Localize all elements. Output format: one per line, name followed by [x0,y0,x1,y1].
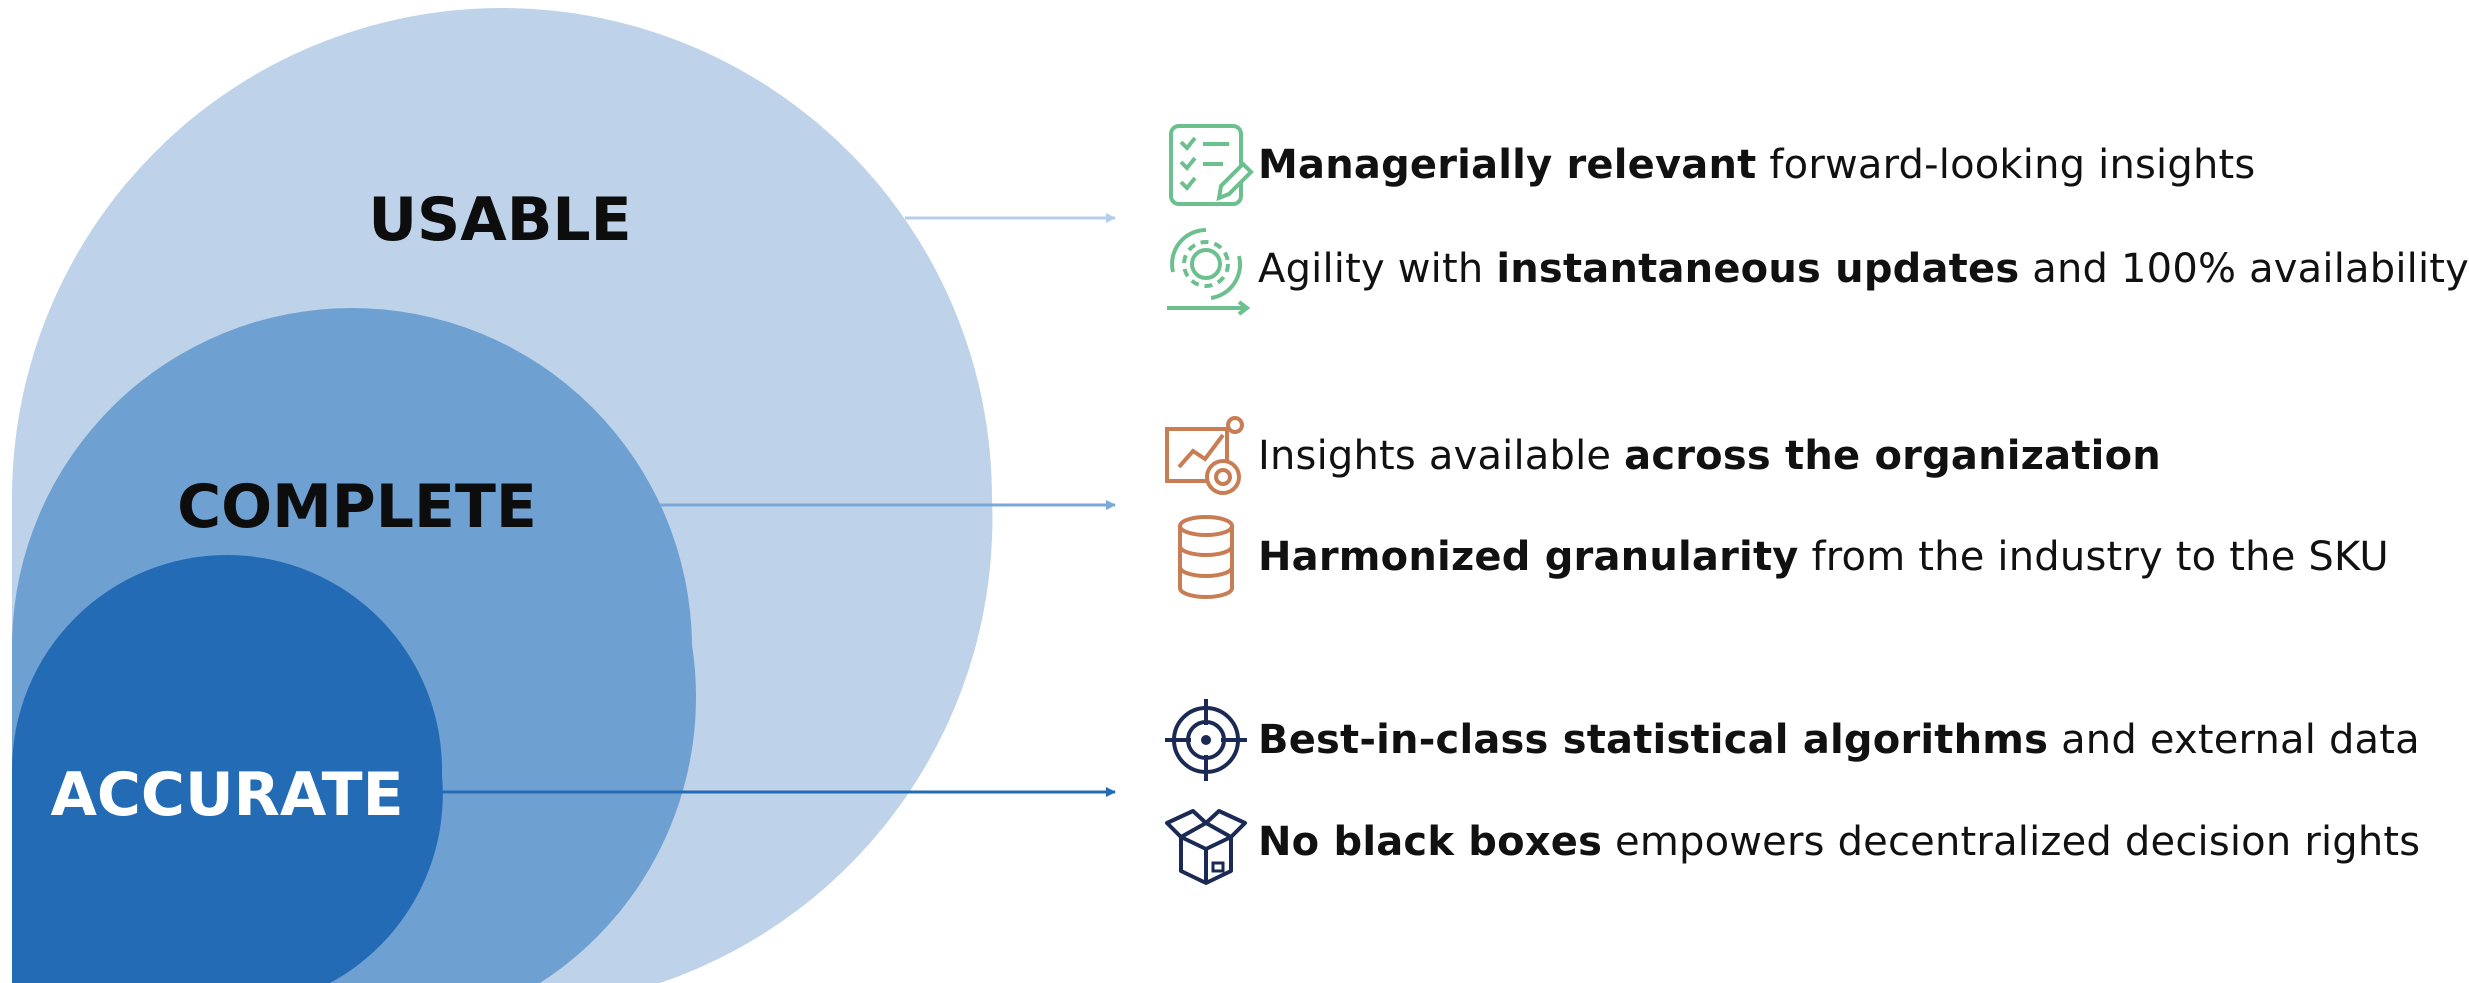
target-crosshair-icon [1160,695,1252,785]
accurate-item-2-text: No black boxes empowers decentralized de… [1258,819,2421,865]
usable-item-1-text: Managerially relevant forward-looking in… [1258,142,2256,188]
usable-label: USABLE [368,185,631,255]
accurate-item-1-text: Best-in-class statistical algorithms and… [1258,717,2420,763]
complete-item-2-text: Harmonized granularity from the industry… [1258,534,2389,580]
usable-item-1: Managerially relevant forward-looking in… [1160,120,2255,210]
complete-item-1-text: Insights available across the organizati… [1258,433,2161,479]
checklist-pencil-icon [1160,120,1254,210]
complete-item-2: Harmonized granularity from the industry… [1160,512,2389,602]
usable-item-2-text: Agility with instantaneous updates and 1… [1258,246,2469,292]
complete-item-1: Insights available across the organizati… [1160,411,2161,501]
nested-circles-diagram: USABLE COMPLETE ACCURATE [11,8,1116,983]
accurate-label: ACCURATE [50,760,403,830]
database-icon [1160,512,1252,602]
accurate-item-2: No black boxes empowers decentralized de… [1160,797,2420,887]
gear-cycle-icon [1160,224,1252,316]
open-box-icon [1160,797,1252,887]
accurate-item-1: Best-in-class statistical algorithms and… [1160,695,2420,785]
complete-label: COMPLETE [177,472,537,542]
usable-item-2: Agility with instantaneous updates and 1… [1160,224,2469,316]
accurate-ring [12,555,443,983]
dashboard-chart-icon [1160,411,1252,501]
